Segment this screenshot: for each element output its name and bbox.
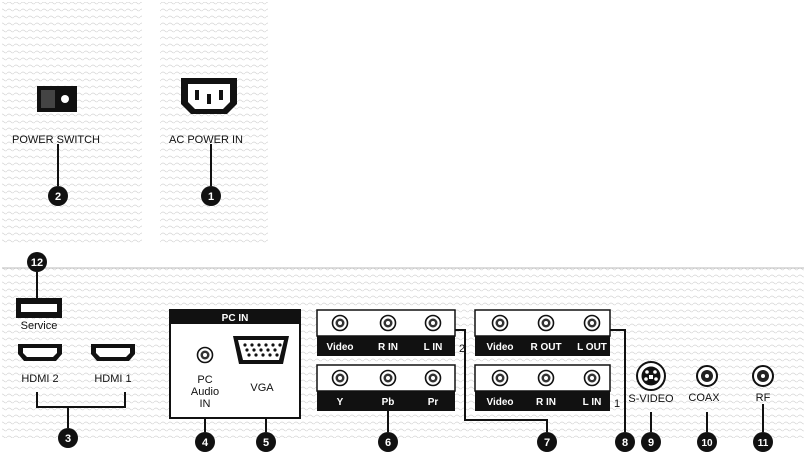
- callout-10: 10: [697, 432, 717, 452]
- input2-r-in-jack[interactable]: [379, 314, 397, 332]
- callout-8: 8: [615, 432, 635, 452]
- svg-text:12: 12: [31, 257, 43, 269]
- av-out-l-jack[interactable]: [583, 314, 601, 332]
- component-pr-label: Pr: [428, 397, 439, 408]
- input1-number: 1: [614, 398, 621, 410]
- component-pb-jack[interactable]: [379, 369, 397, 387]
- input2-l-in-label: L IN: [424, 342, 443, 353]
- s-video-label: S-VIDEO: [628, 393, 674, 405]
- callout-5: 5: [256, 432, 276, 452]
- svg-text:8: 8: [622, 437, 628, 449]
- hdmi2-port-icon[interactable]: [18, 344, 62, 361]
- av-in1-l-label: L IN: [583, 397, 602, 408]
- pc-in-title: PC IN: [222, 313, 249, 324]
- s-video-jack-icon[interactable]: [636, 361, 666, 391]
- svg-text:6: 6: [385, 437, 391, 449]
- callout-11: 11: [753, 432, 773, 452]
- callout-9: 9: [641, 432, 661, 452]
- svg-text:3: 3: [65, 433, 71, 445]
- svg-text:2: 2: [55, 191, 61, 203]
- component-pb-label: Pb: [382, 397, 395, 408]
- input2-number: 2: [459, 343, 466, 355]
- callout-12: 12: [27, 252, 47, 272]
- av-in1-video-jack[interactable]: [491, 369, 509, 387]
- callout-6: 6: [378, 432, 398, 452]
- component-y-label: Y: [337, 397, 344, 408]
- callout-2: 2: [48, 186, 68, 206]
- pc-audio-label-1: PC: [197, 374, 213, 386]
- input2-l-in-jack[interactable]: [424, 314, 442, 332]
- vga-port-icon[interactable]: [233, 336, 289, 364]
- av-out-video-label: Video: [486, 342, 513, 353]
- power-switch-icon[interactable]: [37, 86, 77, 112]
- vga-label: VGA: [250, 382, 274, 394]
- hdmi1-port-icon[interactable]: [91, 344, 135, 361]
- component-pr-jack[interactable]: [424, 369, 442, 387]
- av-in1-l-jack[interactable]: [583, 369, 601, 387]
- coax-label: COAX: [688, 392, 720, 404]
- av-in1-r-label: R IN: [536, 397, 556, 408]
- av-out-r-label: R OUT: [530, 342, 561, 353]
- rf-jack-icon[interactable]: [752, 365, 774, 387]
- av-out-r-jack[interactable]: [537, 314, 555, 332]
- pc-audio-jack-icon[interactable]: [196, 346, 214, 364]
- av-out-l-label: L OUT: [577, 342, 607, 353]
- power-switch-panel: [2, 2, 142, 246]
- input2-video-label: Video: [326, 342, 353, 353]
- av-in1-r-jack[interactable]: [537, 369, 555, 387]
- pc-audio-label-3: IN: [199, 398, 211, 410]
- hdmi1-label: HDMI 1: [94, 373, 132, 385]
- callout-7: 7: [537, 432, 557, 452]
- callout-1: 1: [201, 186, 221, 206]
- power-switch-label: POWER SWITCH: [12, 134, 100, 146]
- svg-text:9: 9: [648, 437, 654, 449]
- pc-audio-label-2: Audio: [190, 386, 220, 398]
- coax-jack-icon[interactable]: [696, 365, 718, 387]
- svg-text:4: 4: [202, 437, 209, 449]
- ac-power-panel: [160, 2, 268, 246]
- svg-text:11: 11: [758, 438, 769, 449]
- svg-text:7: 7: [544, 437, 550, 449]
- callout-3: 3: [58, 428, 78, 448]
- av-out-video-jack[interactable]: [491, 314, 509, 332]
- svg-text:1: 1: [208, 191, 214, 203]
- ac-power-in-label: AC POWER IN: [169, 134, 243, 146]
- ac-power-inlet-icon: [181, 78, 237, 114]
- rf-label: RF: [755, 392, 771, 404]
- input2-video-jack[interactable]: [331, 314, 349, 332]
- component-y-jack[interactable]: [331, 369, 349, 387]
- av-in1-video-label: Video: [486, 397, 513, 408]
- service-label: Service: [20, 320, 58, 332]
- input2-r-in-label: R IN: [378, 342, 398, 353]
- svg-text:10: 10: [701, 438, 713, 449]
- svg-text:5: 5: [263, 437, 269, 449]
- hdmi2-label: HDMI 2: [21, 373, 59, 385]
- service-port-icon[interactable]: [16, 298, 62, 318]
- callout-4: 4: [195, 432, 215, 452]
